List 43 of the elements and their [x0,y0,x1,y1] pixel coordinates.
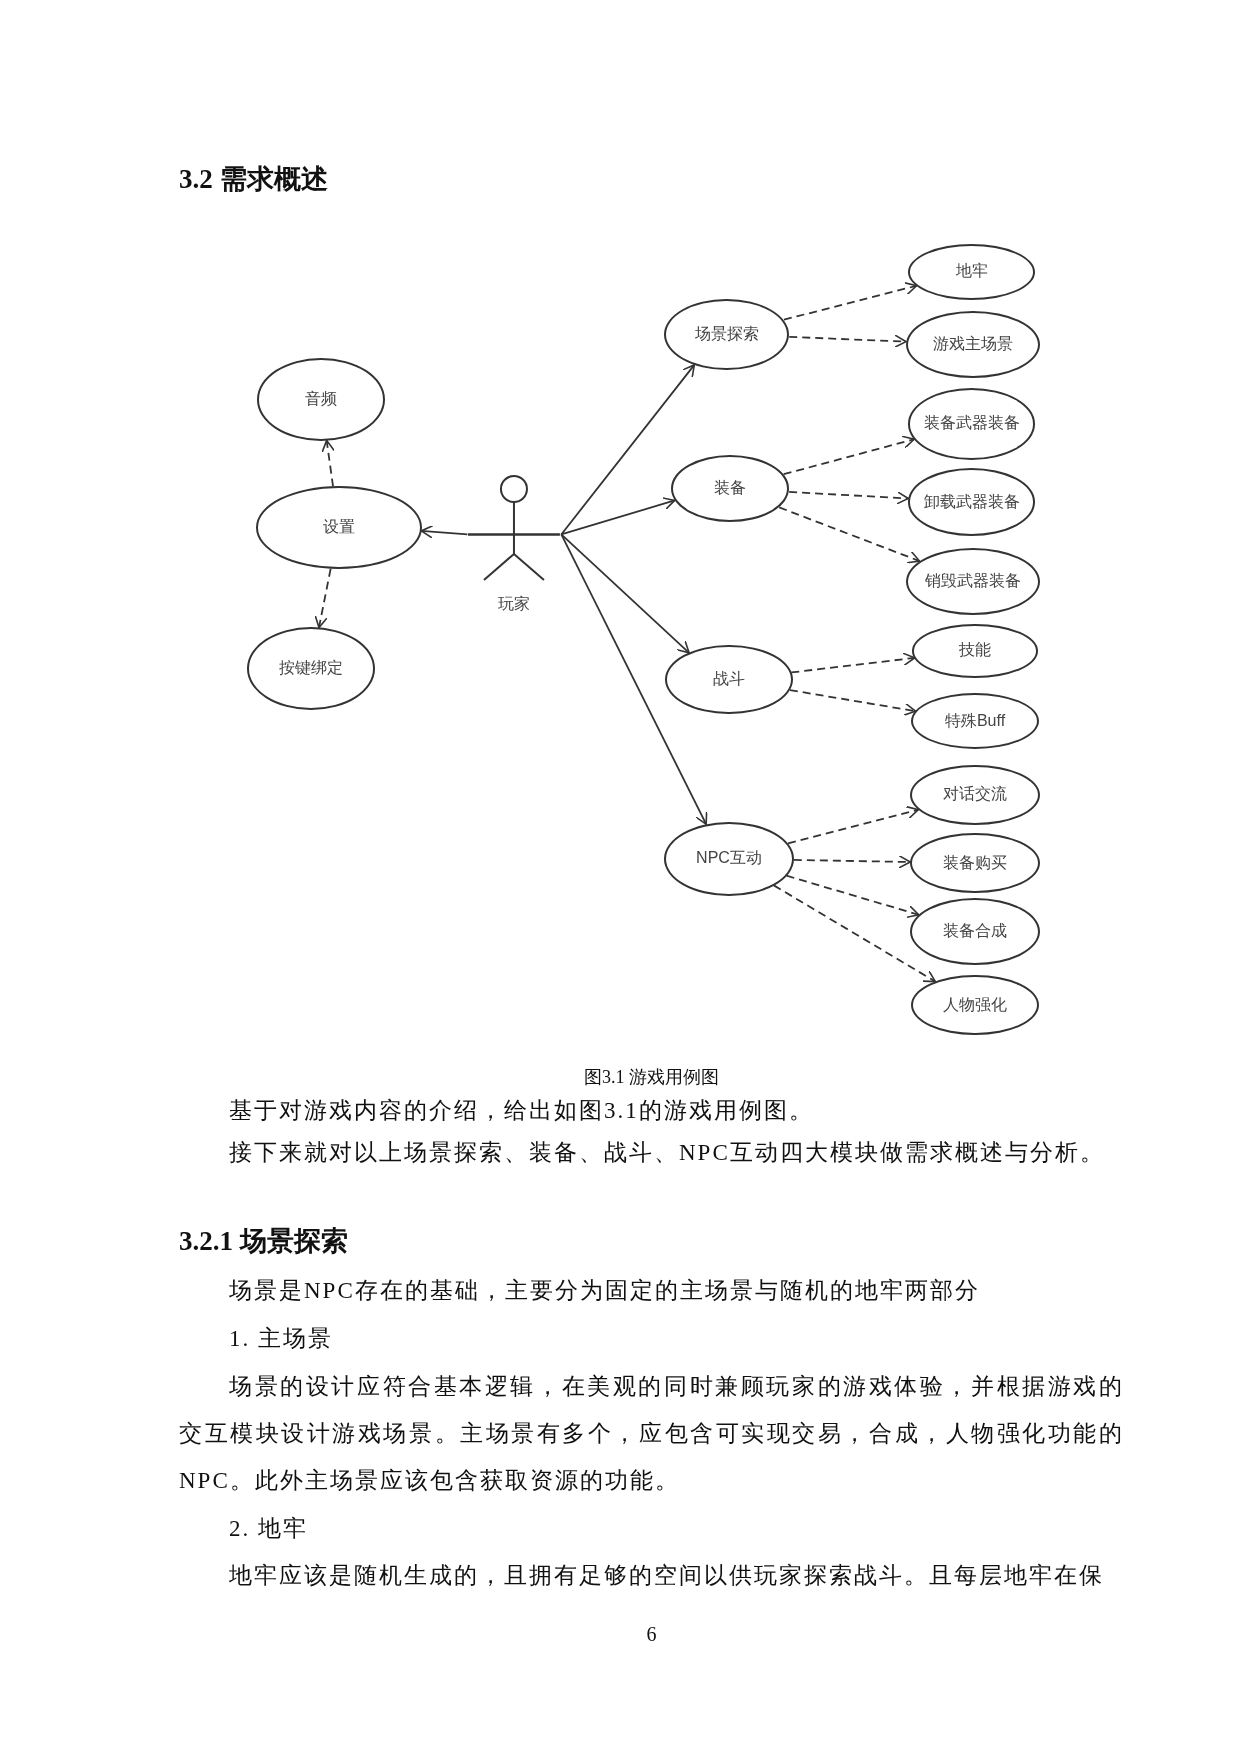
use-case-ellipse: 游戏主场景 [905,310,1040,378]
use-case-ellipse: 设置 [256,486,422,570]
figure-caption: 图3.1 游戏用例图 [583,1065,720,1089]
page-number: 6 [645,1622,658,1648]
body-paragraph: 地牢应该是随机生成的，且拥有足够的空间以供玩家探索战斗。且每层地牢在保 [228,1561,1105,1590]
arrow [772,884,937,983]
use-case-ellipse: 特殊Buff [911,693,1039,750]
use-case-ellipse: 装备武器装备 [907,388,1036,460]
arrow [314,568,332,629]
arrow [560,533,690,654]
use-case-ellipse: 地牢 [907,243,1036,300]
use-case-ellipse: 人物强化 [911,975,1039,1036]
arrow [560,497,676,536]
use-case-ellipse: 音频 [257,357,385,441]
body-paragraph: 基于对游戏内容的介绍，给出如图3.1的游戏用例图。 [228,1096,815,1125]
arrow [788,334,907,348]
use-case-ellipse: 卸载武器装备 [907,468,1036,536]
arrow [420,524,469,539]
use-case-ellipse: 按键绑定 [247,627,375,710]
use-case-ellipse: 技能 [912,623,1038,678]
body-paragraph: 2. 地牢 [228,1514,309,1543]
use-case-ellipse: 装备购买 [910,833,1040,894]
body-paragraph: 接下来就对以上场景探索、装备、战斗、NPC互动四大模块做需求概述与分析。 [228,1139,1106,1168]
body-paragraph: 场景的设计应符合基本逻辑，在美观的同时兼顾玩家的游戏体验，并根据游戏的交互模块设计游戏场景。主场景有多个，应包含可实现交易，合成，人物强化功能的NPC。此外主场景应该包含获取资源的功能。 [179,1372,1124,1495]
use-case-ellipse: 销毁武器装备 [905,547,1040,615]
use-case-ellipse: 战斗 [665,645,793,715]
use-case-ellipse: 装备 [670,455,790,523]
actor-label: 玩家 [497,593,532,614]
arrow [788,491,910,505]
arrow [778,506,921,564]
arrow [792,855,912,869]
arrow [790,652,916,674]
arrow [789,689,917,717]
body-paragraph: 1. 主场景 [228,1324,334,1353]
arrow [321,439,335,488]
use-case-ellipse: 装备合成 [910,897,1040,965]
use-case-ellipse: NPC互动 [664,821,794,896]
arrow [560,364,696,536]
body-paragraph: 场景是NPC存在的基础，主要分为固定的主场景与随机的地牢两部分 [228,1276,981,1305]
use-case-ellipse: 场景探索 [664,298,790,371]
section-heading: 3.2 需求概述 [179,162,328,196]
use-case-ellipse: 对话交流 [910,764,1040,826]
subsection-heading: 3.2.1 场景探索 [179,1224,349,1258]
